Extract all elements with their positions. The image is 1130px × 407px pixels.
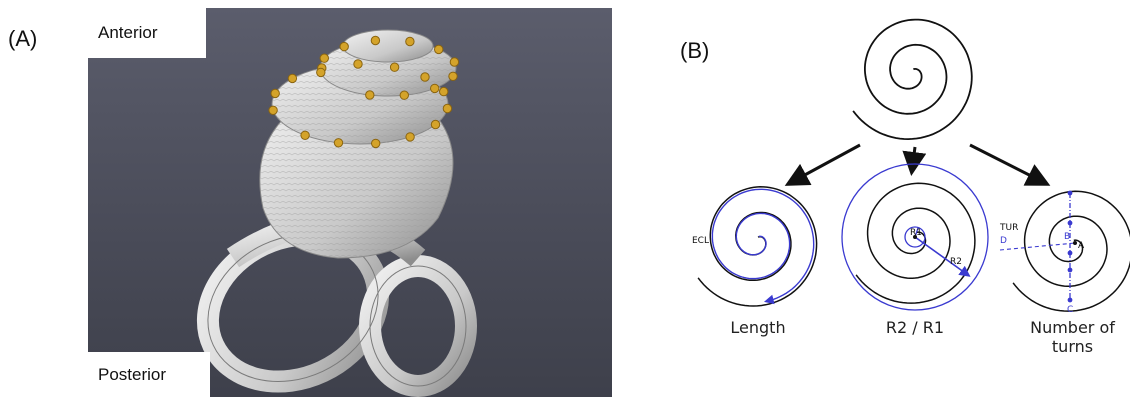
landmark-point xyxy=(421,73,429,81)
landmark-point xyxy=(431,120,439,128)
c-label: C xyxy=(1067,305,1073,315)
tur-label: TUR xyxy=(999,223,1018,233)
landmark-point xyxy=(371,36,379,44)
spiral-measurements-diagram: ECL R1 R2 TUR D B A C Length R2 / R1 Num… xyxy=(650,0,1130,402)
a-label: A xyxy=(1078,241,1085,251)
inner-ear-model xyxy=(88,8,612,397)
landmark-point xyxy=(406,133,414,141)
panel-a-label: (A) xyxy=(8,26,37,52)
landmark-point xyxy=(354,60,362,68)
anterior-tag: Anterior xyxy=(88,8,206,58)
cochlea-apex xyxy=(343,30,433,62)
landmark-point xyxy=(288,74,296,82)
r1-label: R1 xyxy=(910,228,922,238)
ecl-path xyxy=(712,189,813,301)
cochlear-spiral-top xyxy=(853,20,972,140)
length-caption: Length xyxy=(708,318,808,337)
landmark-point xyxy=(406,37,414,45)
arrow-right xyxy=(970,145,1045,183)
landmark-point xyxy=(334,139,342,147)
posterior-tag: Posterior xyxy=(88,352,210,397)
diagonal-dc-line xyxy=(1000,243,1075,250)
b-label: B xyxy=(1064,232,1070,242)
d-label: D xyxy=(1000,236,1007,246)
landmark-point xyxy=(431,84,439,92)
landmark-point xyxy=(443,104,451,112)
landmark-point xyxy=(320,54,328,62)
landmark-point xyxy=(390,63,398,71)
r2-arrow xyxy=(915,237,968,275)
landmark-point xyxy=(450,58,458,66)
landmark-point xyxy=(449,72,457,80)
r2-label: R2 xyxy=(950,257,962,267)
landmark-point xyxy=(317,68,325,76)
landmark-point xyxy=(271,89,279,97)
landmark-point xyxy=(400,91,408,99)
arrow-middle xyxy=(912,147,915,170)
cochlea-3d-render: Anterior Posterior xyxy=(88,8,612,397)
landmark-point xyxy=(372,139,380,147)
length-spiral xyxy=(698,187,817,306)
turns-caption-line2: turns xyxy=(1052,337,1093,356)
turns-caption-line1: Number of xyxy=(1030,318,1115,337)
landmark-point xyxy=(366,91,374,99)
ecl-label: ECL xyxy=(692,236,709,246)
ratio-caption: R2 / R1 xyxy=(865,318,965,337)
landmark-point xyxy=(440,87,448,95)
landmark-point xyxy=(269,106,277,114)
turns-caption: Number of turns xyxy=(1015,318,1130,356)
landmark-point xyxy=(301,131,309,139)
arrow-left xyxy=(790,145,860,183)
landmark-point xyxy=(435,45,443,53)
ratio-spiral xyxy=(856,183,975,303)
landmark-point xyxy=(340,42,348,50)
